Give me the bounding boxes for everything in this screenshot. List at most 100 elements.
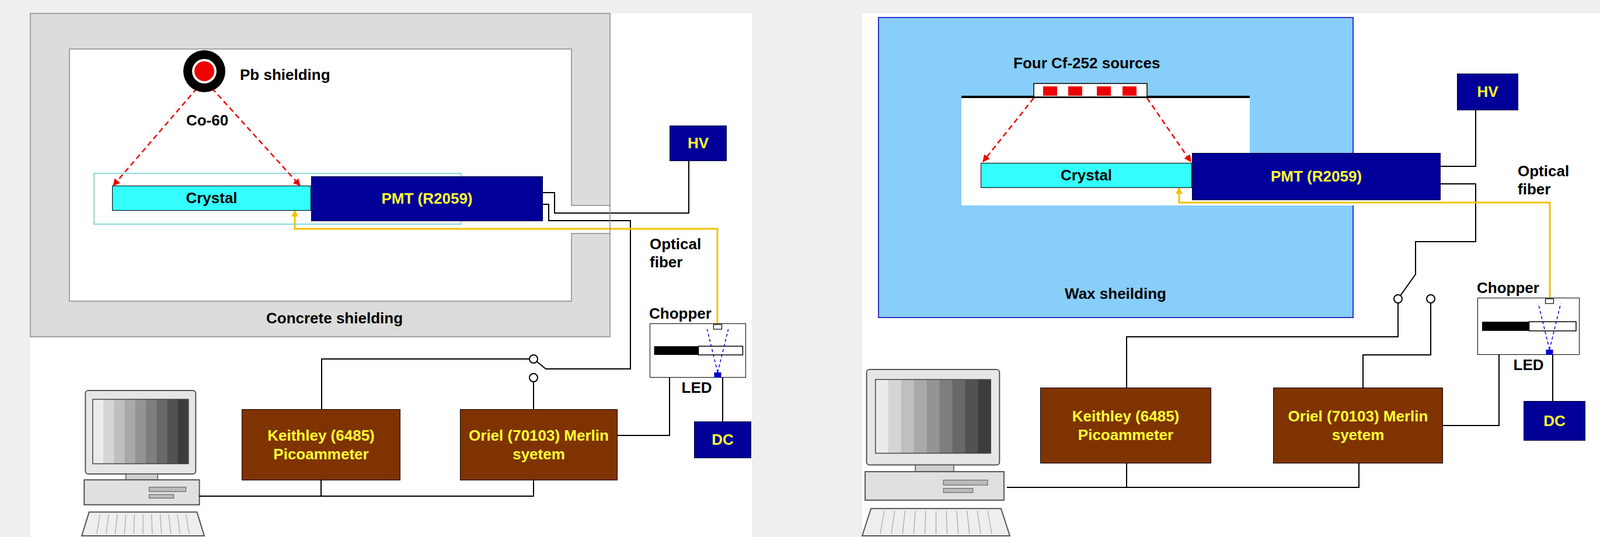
- box-label: Oriel (70103) Merlin syetem: [464, 426, 614, 465]
- screen-stripe: [124, 399, 137, 464]
- led-label: LED: [1513, 356, 1544, 375]
- crystal-box: Crystal: [112, 185, 312, 211]
- cable: [1552, 354, 1554, 402]
- key-line: [133, 514, 135, 535]
- box-label: HV: [1476, 82, 1498, 102]
- cable: [1442, 354, 1500, 426]
- key-line: [105, 514, 109, 535]
- cable: [617, 377, 670, 436]
- key-line: [913, 510, 916, 535]
- screen-stripe: [888, 379, 902, 453]
- dc-supply: DC: [1523, 401, 1586, 441]
- chopper-box: ChopperLED: [1477, 297, 1580, 355]
- fiber-label: Optical fiber: [1517, 162, 1570, 199]
- screen-stripe: [977, 379, 991, 453]
- chopper-slot: [698, 346, 744, 355]
- screen-stripe: [166, 399, 179, 464]
- switch-wire: [1363, 302, 1431, 388]
- switch-terminal: [529, 354, 538, 364]
- source-label: Four Cf-252 sources: [1013, 54, 1160, 73]
- key-line: [891, 510, 895, 535]
- box-label: HV: [687, 133, 709, 153]
- concrete-shielding-drawing: [30, 13, 610, 337]
- chopper-blade: [1482, 321, 1530, 331]
- hv-supply: HV: [669, 125, 727, 162]
- key-line: [967, 510, 970, 535]
- screen-stripe: [926, 379, 940, 453]
- key-line: [186, 514, 190, 535]
- picoammeter-box: Keithley (6485) Picoammeter: [241, 409, 401, 481]
- keyboard: [862, 508, 1010, 536]
- screen-stripe: [939, 379, 953, 453]
- chopper-heading: Chopper: [1476, 279, 1540, 298]
- concrete-shielding: Concrete shielding Crystal PMT (R2059): [30, 13, 610, 337]
- merlin-box: Oriel (70103) Merlin syetem: [459, 409, 618, 481]
- box-label: DC: [1543, 411, 1566, 431]
- key-line: [902, 510, 905, 535]
- source-holder: [1033, 83, 1148, 97]
- key-line: [987, 510, 992, 535]
- key-line: [924, 510, 926, 535]
- cable: [542, 161, 689, 214]
- fiber-port: [713, 324, 723, 330]
- cable: [722, 377, 724, 422]
- pmt-box: PMT (R2059): [311, 176, 543, 222]
- concrete-drawing: [30, 13, 610, 337]
- computer-wire: [320, 480, 322, 497]
- computer-wire: [1126, 463, 1128, 488]
- lead-shield-gap: [192, 58, 217, 84]
- switch-terminal: [529, 373, 538, 382]
- keyboard: [81, 511, 205, 536]
- screen-stripe: [178, 399, 190, 464]
- box-label: PMT (R2059): [381, 189, 473, 209]
- neutron-ray: [982, 98, 1034, 162]
- led-symbol: [714, 372, 722, 378]
- box-label: Oriel (70103) Merlin syetem: [1277, 406, 1439, 445]
- box-label: Keithley (6485) Picoammeter: [1044, 406, 1208, 445]
- key-line: [151, 514, 153, 535]
- monitor-stand: [126, 473, 159, 480]
- screen-stripe: [92, 399, 104, 464]
- box-label: DC: [711, 430, 734, 450]
- dc-supply: DC: [694, 421, 752, 459]
- key-line: [177, 514, 181, 535]
- box-label: Crystal: [1060, 165, 1113, 186]
- screen-stripe: [135, 399, 147, 464]
- key-line: [935, 510, 937, 535]
- computer-icon: [862, 369, 1010, 536]
- led-light: [1538, 303, 1550, 350]
- computer-wire: [199, 480, 534, 497]
- led-light: [706, 329, 718, 373]
- gamma-ray: [206, 81, 301, 186]
- screen-stripe: [145, 399, 158, 464]
- led-label: LED: [681, 378, 713, 397]
- box-label: Crystal: [185, 188, 237, 208]
- led-light: [1549, 303, 1561, 350]
- key-line: [168, 514, 172, 535]
- picoammeter-box: Keithley (6485) Picoammeter: [1040, 387, 1212, 464]
- fiber-port: [1545, 298, 1554, 304]
- lead-shield: [183, 50, 226, 93]
- box-label: PMT (R2059): [1270, 166, 1362, 187]
- key-line: [114, 514, 118, 535]
- neutron-ray: [1147, 98, 1191, 162]
- merlin-box: Oriel (70103) Merlin syetem: [1273, 387, 1443, 464]
- screen-stripe: [875, 379, 889, 453]
- screen-stripe: [113, 399, 125, 464]
- key-line: [124, 514, 126, 535]
- key-line: [946, 510, 947, 535]
- key-line: [159, 514, 162, 535]
- monitor: [85, 390, 196, 474]
- key-line: [880, 510, 885, 535]
- region-label: Concrete shielding: [266, 309, 403, 328]
- computer-icon: [81, 390, 205, 536]
- screen: [92, 399, 189, 464]
- switch-terminal: [1426, 294, 1435, 303]
- computer-wire: [1006, 463, 1359, 488]
- drive-slot: [943, 479, 988, 486]
- drive-slot: [149, 494, 174, 498]
- screen-stripe: [914, 379, 927, 453]
- drive-slot: [149, 487, 187, 493]
- switch-wire: [532, 381, 535, 410]
- chopper-box-drawing: [1478, 298, 1581, 356]
